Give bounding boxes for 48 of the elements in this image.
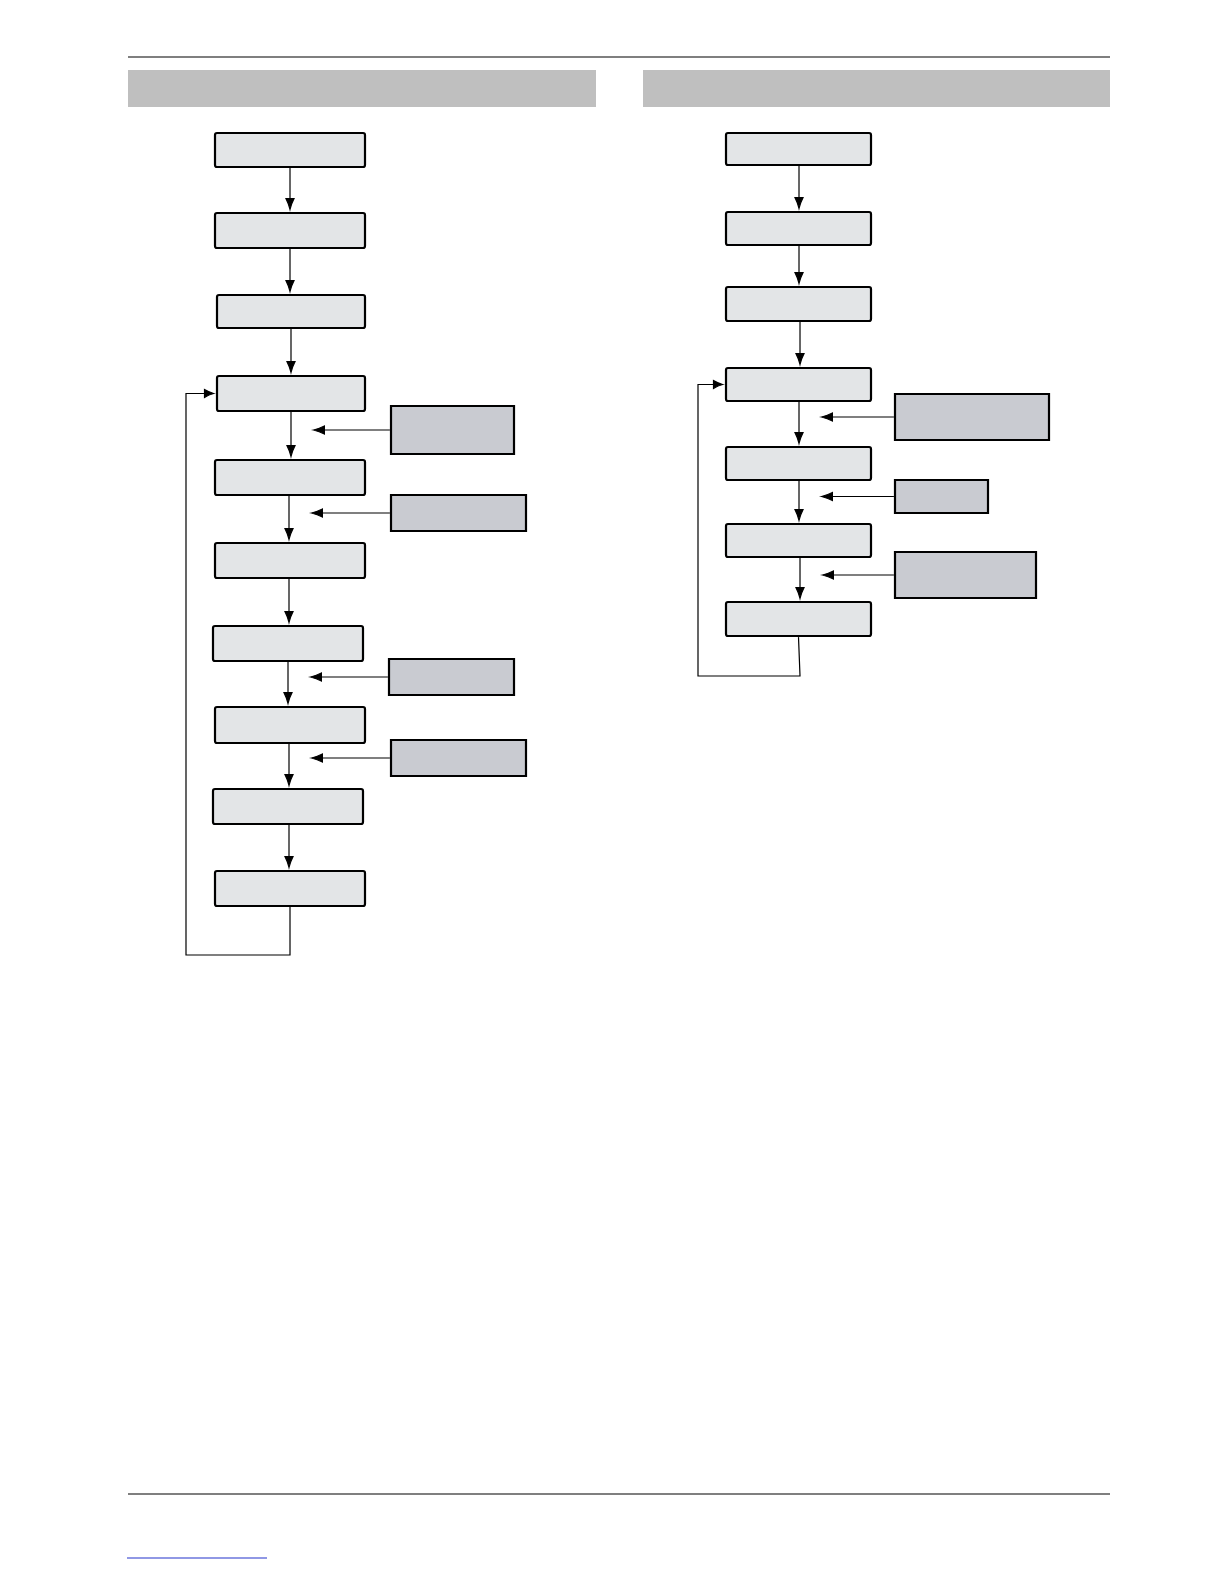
arrow [284, 578, 294, 623]
process-box [213, 705, 367, 745]
input-box [389, 404, 516, 456]
process-box [215, 374, 367, 413]
arrow [795, 321, 805, 365]
process-box [724, 131, 873, 167]
arrow [285, 248, 295, 292]
process-box [213, 131, 367, 169]
process-box [724, 285, 873, 323]
arrow [697, 380, 801, 677]
arrow [794, 480, 804, 521]
arrow [795, 557, 805, 599]
process-box [213, 211, 367, 250]
arrow [286, 328, 296, 374]
process-box [724, 600, 873, 638]
arrow [283, 661, 293, 704]
process-box [724, 210, 873, 247]
arrow [185, 389, 291, 956]
arrow [821, 412, 895, 422]
arrow [794, 165, 804, 209]
process-box [724, 522, 873, 559]
arrow [794, 401, 804, 445]
arrow [821, 491, 895, 502]
arrow [794, 245, 804, 285]
process-box [215, 293, 367, 330]
input-box [389, 493, 528, 533]
input-box [387, 657, 516, 697]
input-box [893, 550, 1038, 600]
arrow [310, 672, 389, 682]
arrow [313, 425, 391, 435]
arrow [286, 411, 296, 458]
process-box [211, 787, 365, 826]
input-box [893, 478, 990, 515]
arrow [284, 824, 294, 868]
arrow [311, 753, 391, 763]
input-box [389, 738, 528, 778]
arrow [822, 570, 895, 580]
process-box [213, 869, 367, 908]
process-box [724, 366, 873, 403]
arrow [311, 508, 391, 518]
input-box [893, 392, 1051, 442]
process-box [211, 624, 365, 663]
arrow [284, 743, 294, 786]
arrow [284, 495, 294, 540]
arrow [285, 167, 295, 210]
process-box [213, 458, 367, 497]
process-box [213, 541, 367, 580]
process-box [724, 445, 873, 482]
